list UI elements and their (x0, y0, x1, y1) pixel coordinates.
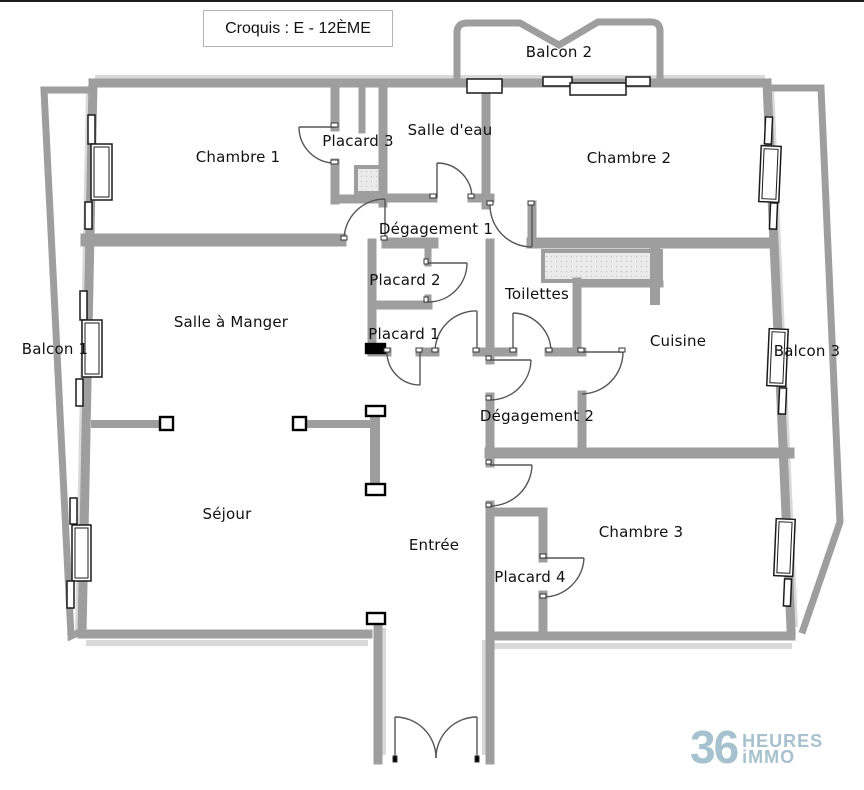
room-label-balcon2: Balcon 2 (525, 43, 593, 61)
plan-title-box: Croquis : E - 12ÈME (203, 10, 393, 47)
room-label-salle-a-manger: Salle à Manger (173, 313, 289, 331)
plan-title: Croquis : E - 12ÈME (225, 19, 371, 37)
logo-number: 36 (690, 721, 739, 773)
door-degagement1-passage (434, 310, 478, 353)
windows (66, 76, 796, 609)
entry-double-door-right (435, 716, 478, 759)
room-label-balcon1: Balcon 1 (21, 340, 89, 358)
door-chambre3 (489, 464, 533, 507)
door-placard1 (386, 351, 421, 386)
room-label-placard2: Placard 2 (369, 271, 441, 289)
room-label-entree: Entrée (408, 536, 460, 554)
wall-end-caps (158, 342, 387, 626)
balcon-1-outline (40, 86, 97, 642)
top-border-rule (0, 0, 864, 2)
door-placard2 (427, 262, 468, 303)
room-label-chambre3: Chambre 3 (598, 523, 684, 541)
logo-word-heures: HEURES (742, 731, 824, 751)
balcon-2-outline (453, 18, 664, 83)
door-degagement2 (489, 359, 532, 401)
door-jambs (330, 122, 626, 763)
balcony-outlines (40, 18, 844, 642)
room-label-cuisine: Cuisine (649, 332, 707, 350)
room-label-sejour: Séjour (202, 505, 252, 523)
door-toilettes (512, 312, 552, 353)
room-label-placard3: Placard 3 (322, 132, 394, 150)
door-cuisine (581, 351, 624, 395)
toilettes-duct (541, 249, 663, 283)
room-label-chambre1: Chambre 1 (195, 148, 281, 166)
door-placard4 (542, 557, 585, 598)
entry-double-door-left (394, 716, 437, 759)
logo-word-immo: iMMO (742, 747, 796, 767)
room-label-placard4: Placard 4 (494, 568, 566, 586)
room-label-placard1: Placard 1 (368, 325, 440, 343)
door-arcs (298, 126, 624, 759)
room-label-balcon3: Balcon 3 (773, 342, 841, 360)
room-label-chambre2: Chambre 2 (586, 149, 672, 167)
room-label-degagement2: Dégagement 2 (479, 407, 595, 425)
balcon-3-outline (763, 84, 844, 635)
room-label-toilettes: Toilettes (505, 285, 569, 303)
door-salle-deau (436, 162, 473, 199)
room-label-salle-deau: Salle d'eau (407, 121, 493, 139)
room-label-degagement1: Dégagement 1 (378, 220, 494, 238)
door-chambre2 (489, 204, 533, 248)
logo-words: HEURES iMMO (742, 731, 824, 767)
door-chambre1 (343, 198, 386, 241)
agency-logo: 36 HEURES iMMO (690, 721, 824, 773)
door-placard3 (298, 126, 336, 164)
